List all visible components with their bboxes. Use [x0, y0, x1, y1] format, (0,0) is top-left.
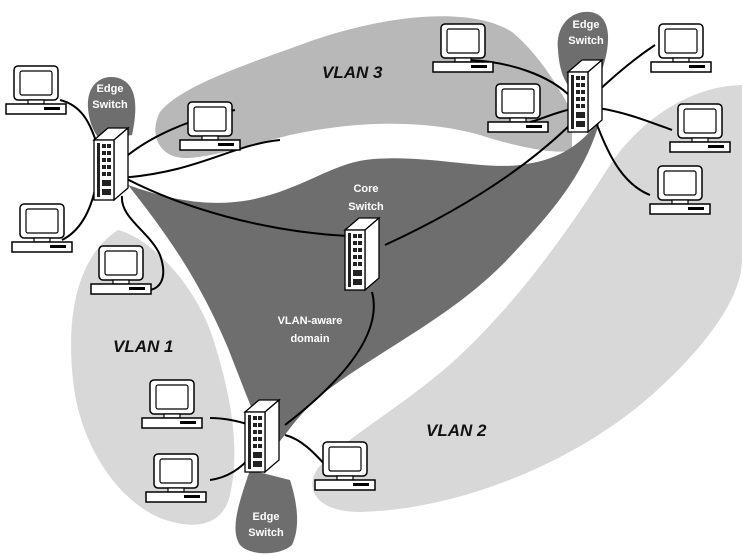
edge-switch-top-right-label-line1: Edge	[573, 19, 600, 31]
computer-icon	[141, 379, 203, 429]
domain-label-line1: VLAN-aware	[278, 315, 343, 327]
computer-icon	[145, 453, 207, 503]
core-switch-label-line2: Switch	[348, 201, 384, 213]
computer-icon	[11, 203, 73, 253]
edge-switch-left-blob	[87, 77, 136, 140]
vlan1-region	[71, 230, 235, 525]
edge-switch-top-right-label-line2: Switch	[568, 35, 604, 47]
edge-switch-left-label-line1: Edge	[97, 83, 124, 95]
core-switch-label-line1: Core	[353, 183, 378, 195]
vlan3-label: VLAN 3	[322, 63, 383, 82]
vlan1-label: VLAN 1	[113, 337, 173, 356]
computer-icon	[487, 83, 549, 133]
edge-switch-bottom-label-line1: Edge	[253, 511, 280, 523]
computer-icon	[669, 103, 731, 153]
vlan2-label: VLAN 2	[426, 421, 487, 440]
core-switch-icon	[344, 217, 380, 291]
computer-icon	[314, 441, 376, 491]
computer-icon	[649, 165, 711, 215]
computer-icon	[432, 23, 494, 73]
edge-switch-bottom-blob	[235, 470, 298, 554]
edge-switch-bottom-icon	[244, 399, 280, 473]
computer-icon	[179, 101, 241, 151]
edge-switch-left-label-line2: Switch	[92, 99, 128, 111]
edge-switch-left-icon	[93, 127, 129, 201]
edge-switch-top-right-icon	[567, 59, 603, 133]
vlan2-region	[312, 85, 742, 512]
computer-icon	[90, 245, 152, 295]
computer-icon	[5, 65, 67, 115]
domain-label-line2: domain	[290, 333, 329, 345]
computer-icon	[650, 23, 712, 73]
edge-switch-bottom-label-line2: Switch	[248, 527, 284, 539]
